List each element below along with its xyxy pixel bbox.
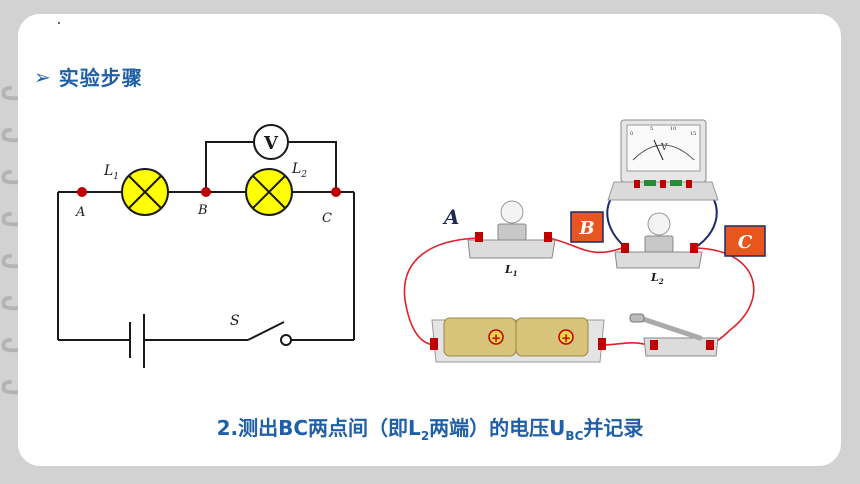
meter-scale-5: 5 (650, 126, 653, 132)
lamp2-label: L2 (291, 161, 307, 180)
section-heading: ➢ 实验步骤 (34, 62, 143, 91)
node-b (201, 187, 211, 197)
photo-point-c: C (738, 232, 753, 253)
node-c (331, 187, 341, 197)
battery-holder: + + (430, 317, 606, 363)
lamp-l2-icon (245, 168, 293, 216)
arrow-bullet-icon: ➢ (34, 64, 51, 89)
lamp-l1-icon (121, 168, 169, 216)
switch-label: S (230, 313, 240, 329)
lamp-l1-board (467, 200, 556, 259)
tag-b (570, 211, 604, 243)
lamp1-label: L1 (103, 163, 119, 182)
photo-point-b: B (578, 218, 594, 239)
voltmeter-icon (253, 124, 289, 160)
point-a-label: A (75, 205, 85, 220)
battery-plus-2: + (561, 331, 571, 345)
photo-lamp2-label: L2 (650, 271, 664, 286)
point-c-label: C (322, 211, 332, 226)
tag-c (724, 225, 766, 257)
meter-scale-15: 15 (690, 131, 696, 137)
point-b-label: B (197, 203, 208, 218)
node-a (77, 187, 87, 197)
meter-scale-10: 10 (670, 126, 676, 132)
battery-plus-1: + (491, 331, 501, 345)
lamp-l2-board (614, 212, 703, 269)
meter-scale-0: 0 (630, 131, 633, 137)
heading-title: 实验步骤 (58, 66, 143, 90)
photo-lamp1-label: L1 (504, 263, 518, 278)
speck (58, 22, 60, 24)
knife-switch (629, 313, 719, 357)
voltmeter-device: V 0 5 10 15 (607, 119, 719, 201)
photo-point-a: A (442, 205, 460, 229)
voltmeter-symbol: V (263, 133, 279, 154)
meter-symbol: V (660, 143, 668, 153)
switch-contact (280, 334, 292, 346)
step-caption: 2.测出BC两点间（即L2两端）的电压UBC并记录 (216, 416, 644, 443)
